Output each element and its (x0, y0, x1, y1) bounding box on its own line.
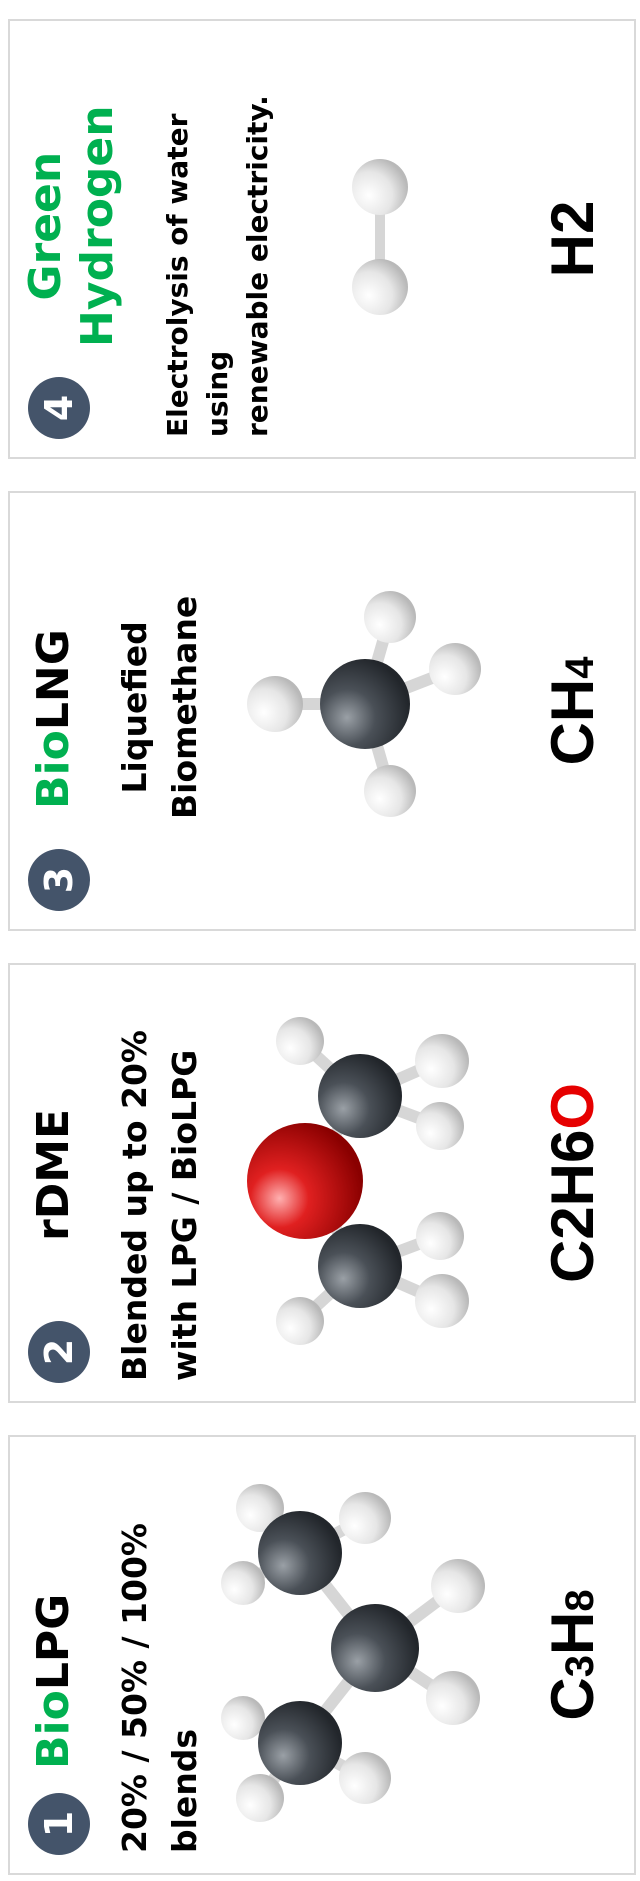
card-description: 20% / 50% / 100% blends (115, 1523, 204, 1853)
methane-molecule-icon (247, 591, 481, 817)
card-title: BioLNG (26, 629, 82, 809)
title-bio: Bio (28, 1690, 79, 1769)
card-description: Electrolysis of water using renewable el… (161, 95, 274, 437)
number-badge: 4 (28, 377, 90, 439)
title-bio: Bio (28, 730, 79, 809)
number-badge: 1 (28, 1793, 90, 1855)
chemical-formula: C3H8 (539, 1589, 606, 1721)
card-description: Blended up to 20% with LPG / BioLPG (115, 1030, 204, 1381)
chemical-formula: C2H6O (539, 1082, 606, 1284)
card-green-hydrogen: 4 Green Hydrogen Electrolysis of water u… (8, 19, 636, 459)
card-biolpg: 1 BioLPG 20% / 50% / 100% blends (8, 1435, 636, 1875)
dimethyl-ether-molecule-icon (247, 1017, 469, 1345)
card-title: Green Hydrogen (20, 105, 123, 347)
chemical-formula: H2 (539, 200, 606, 278)
hydrogen-molecule-icon (352, 159, 408, 315)
title-suffix: LNG (28, 629, 79, 731)
card-title: BioLPG (26, 1594, 82, 1769)
card-biolng: 3 BioLNG Liquefied Biomethane (8, 491, 636, 931)
propane-molecule-icon (221, 1484, 485, 1822)
card-rdme: 2 rDME Blended up to 20% with LPG / BioL… (8, 963, 636, 1403)
number-badge: 3 (28, 849, 90, 911)
card-description: Liquefied Biomethane (115, 595, 204, 819)
title-suffix: LPG (28, 1593, 79, 1691)
chemical-formula: CH4 (539, 656, 606, 766)
number-badge: 2 (28, 1321, 90, 1383)
card-title: rDME (28, 1108, 79, 1241)
